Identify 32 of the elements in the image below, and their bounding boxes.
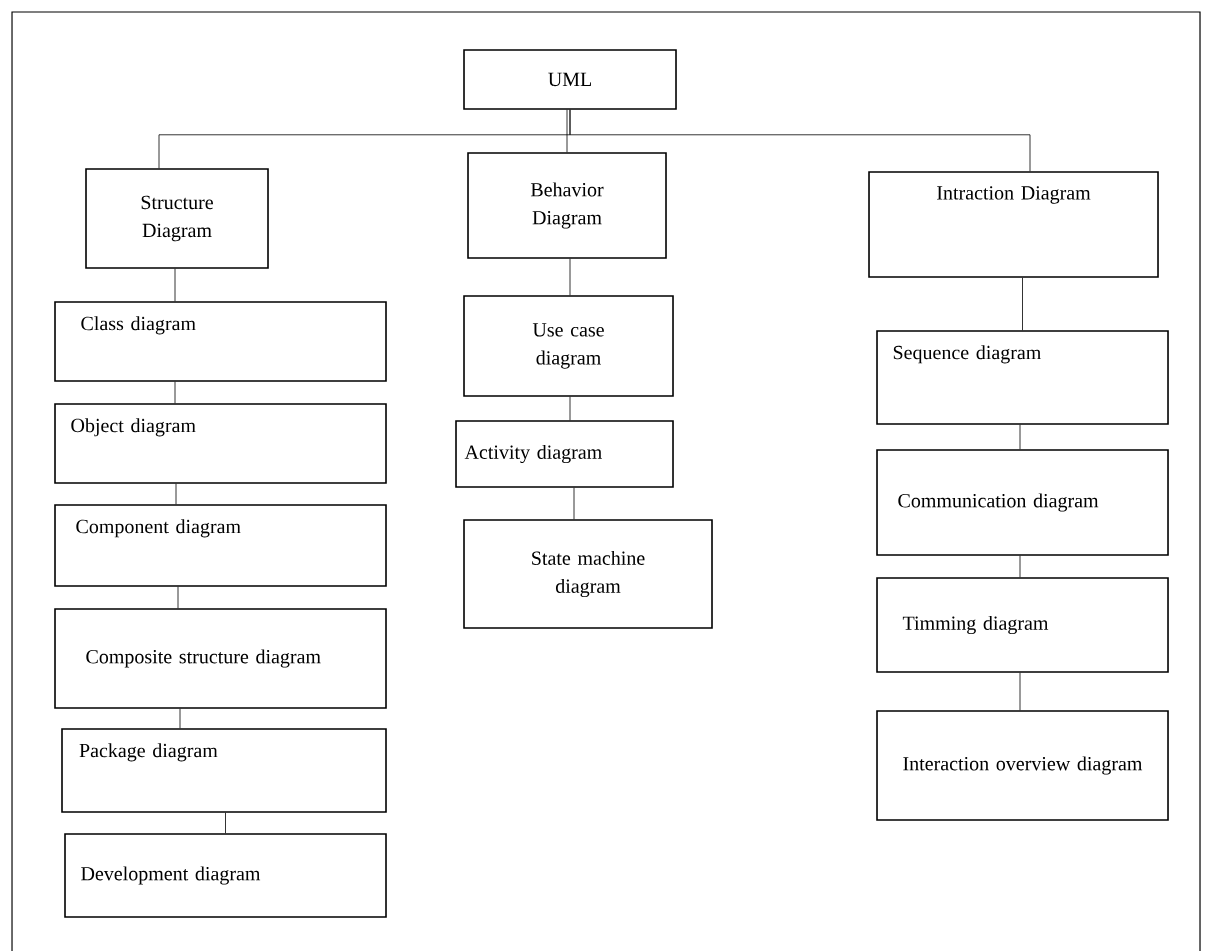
connector-line — [569, 258, 571, 296]
diagram-box: Composite structure diagram — [54, 608, 387, 709]
diagram-box: Development diagram — [64, 833, 387, 918]
connector-line — [175, 483, 177, 505]
connector-line — [1019, 424, 1021, 450]
diagram-box: Sequence diagram — [876, 330, 1169, 425]
connector-line — [573, 487, 575, 520]
connector-line — [1019, 672, 1021, 711]
diagram-box: Behavior Diagram — [467, 152, 667, 259]
diagram-box: State machine diagram — [463, 519, 713, 629]
connector-line — [1019, 555, 1021, 578]
diagram-box: Class diagram — [54, 301, 387, 382]
diagram-box: Structure Diagram — [85, 168, 269, 269]
diagram-box: Interaction overview diagram — [876, 710, 1169, 821]
connector-line — [566, 109, 568, 153]
connector-line — [174, 268, 176, 302]
diagram-box: Use case diagram — [463, 295, 674, 397]
diagram-box: Activity diagram — [455, 420, 674, 488]
diagram-box: Timming diagram — [876, 577, 1169, 673]
diagram-box: UML — [463, 49, 677, 110]
diagram-box: Package diagram — [61, 728, 387, 813]
connector-line — [179, 708, 181, 729]
connector-line — [225, 812, 226, 834]
diagram-box: Component diagram — [54, 504, 387, 587]
connector-line — [174, 381, 176, 404]
diagram-box: Intraction Diagram — [868, 171, 1159, 278]
connector-line — [177, 586, 179, 609]
connector-line — [1022, 277, 1023, 331]
connector-line — [569, 109, 1031, 172]
diagram-box: Object diagram — [54, 403, 387, 484]
diagram-box: Communication diagram — [876, 449, 1169, 556]
connector-line — [569, 396, 571, 421]
